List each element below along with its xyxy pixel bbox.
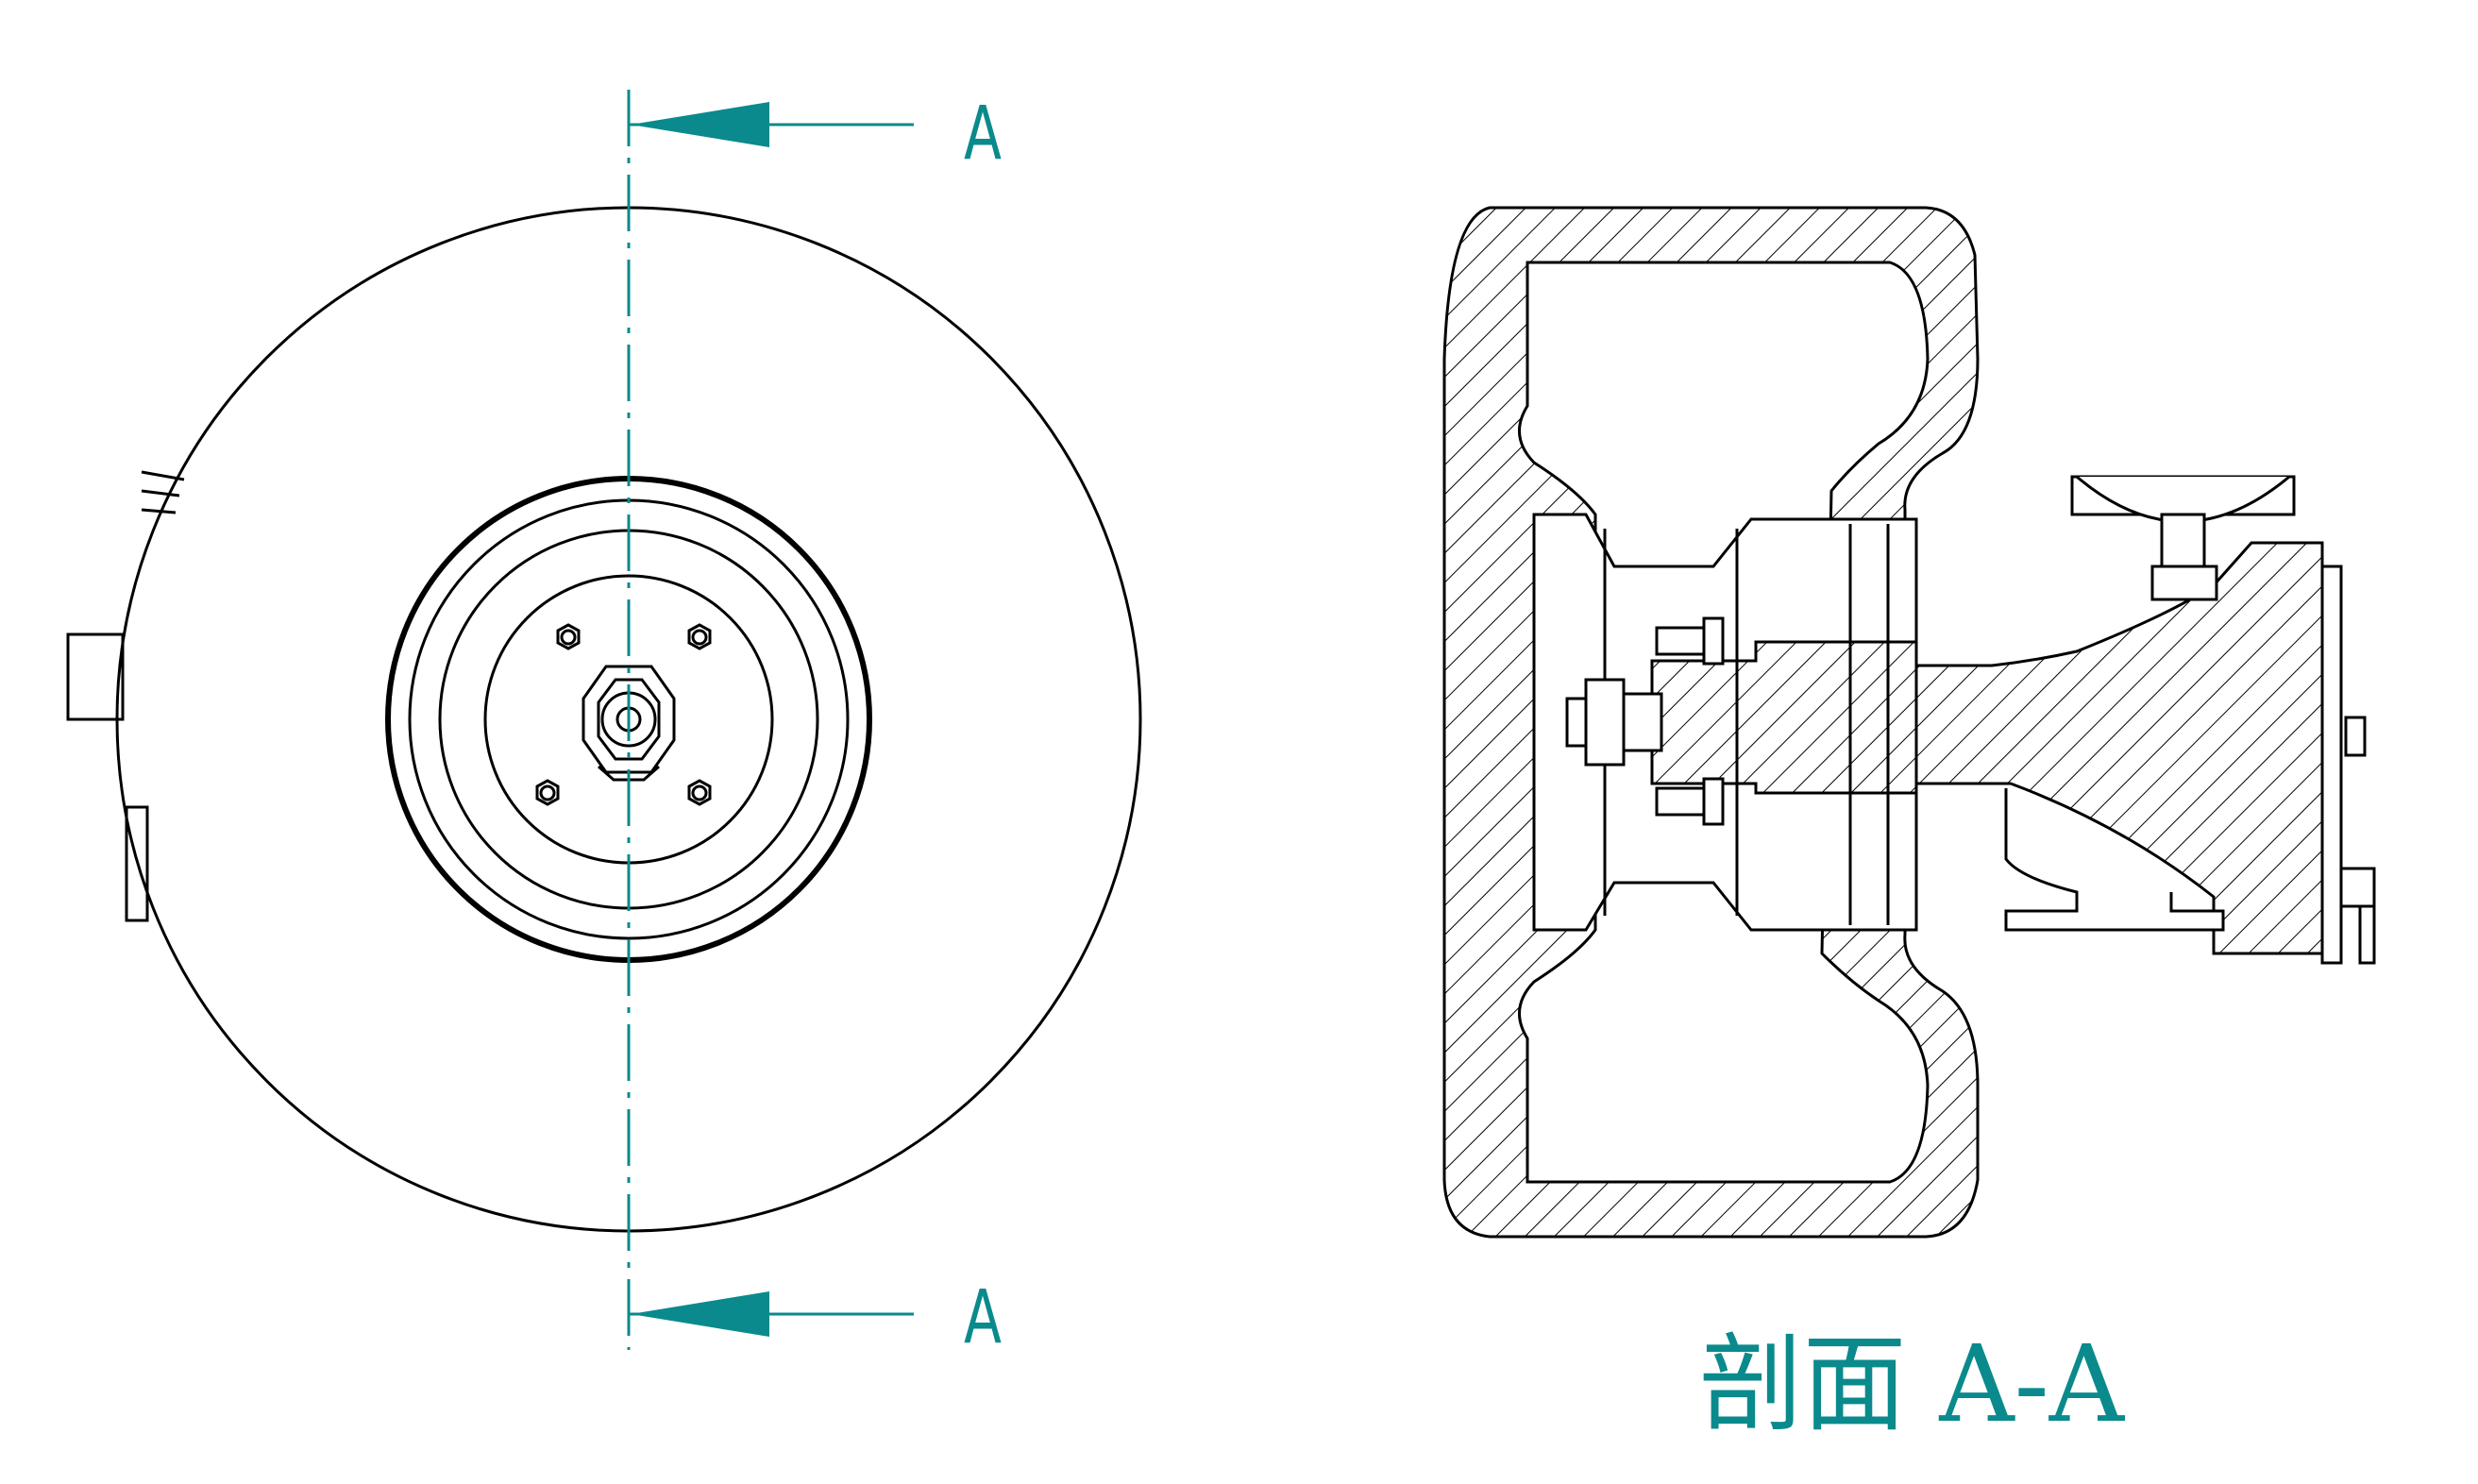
section-view [1442, 206, 2376, 1239]
lug-nuts [535, 623, 712, 806]
lug-nut-bottom-left [535, 779, 560, 806]
section-title: 剖面 A-A [1699, 1324, 2125, 1446]
mount-bracket [66, 470, 185, 922]
front-view [66, 206, 1142, 1233]
lug-nut-top-right [687, 623, 712, 650]
bottom-arrow-label: A [964, 1275, 1002, 1360]
bottom-section-arrow [629, 1291, 914, 1337]
lug-nut-bottom-right [687, 779, 712, 806]
lug-nut-top-left [556, 623, 581, 650]
pulley [2070, 475, 2296, 601]
top-section-arrow [629, 102, 914, 147]
right-bracket [2004, 565, 2376, 965]
top-arrow-label: A [964, 92, 1002, 177]
hub-bolts [1565, 616, 1725, 826]
